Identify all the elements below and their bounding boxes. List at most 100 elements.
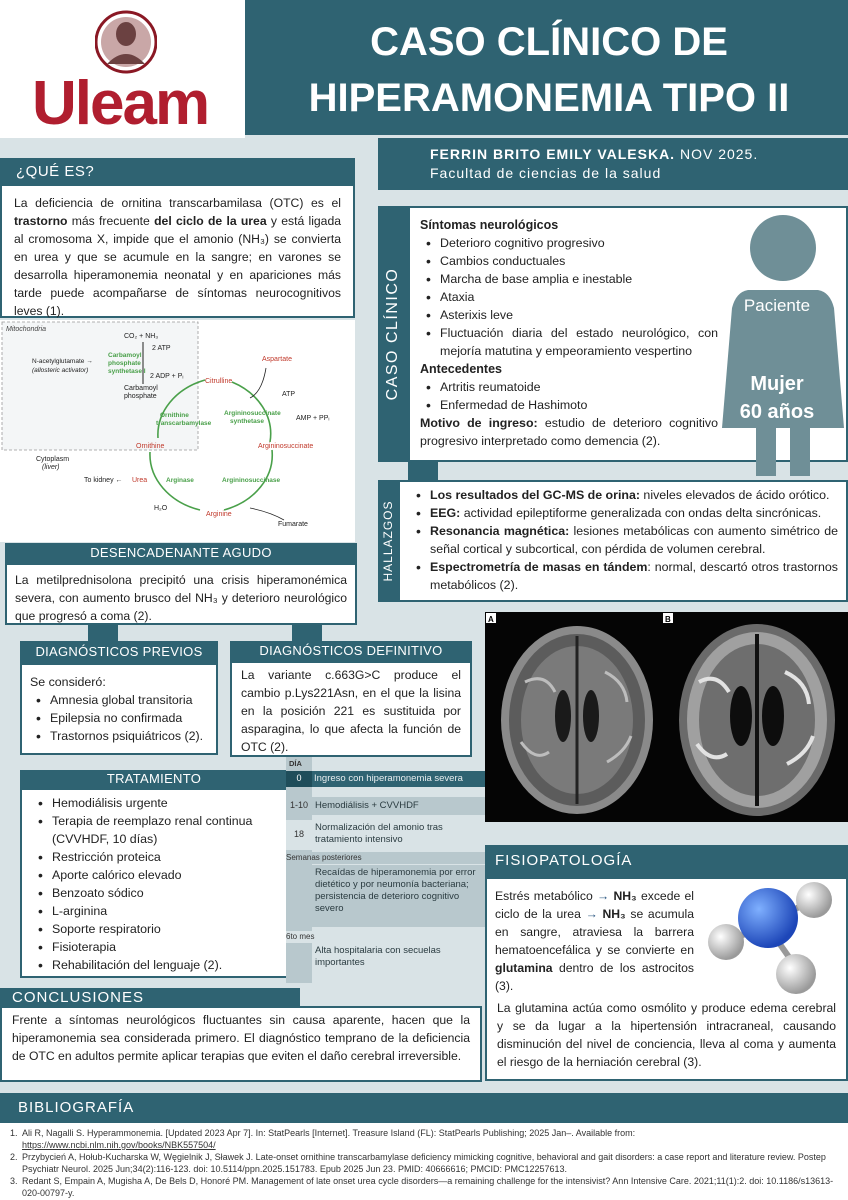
hallazgos-list: Los resultados del GC-MS de orina: nivel…	[410, 486, 838, 594]
list-item: Fluctuación diaria del estado neurológic…	[420, 324, 718, 360]
list-item: Marcha de base amplia e inestable	[420, 270, 718, 288]
timeline-row: 0 Ingreso con hiperamonemia severa	[286, 771, 486, 787]
timeline-row-label: Semanas posteriores	[286, 852, 486, 864]
dx-previos-list: Amnesia global transitoria Epilepsia no …	[30, 691, 208, 745]
dx-previos-header: DIAGNÓSTICOS PREVIOS	[20, 641, 218, 663]
co2-label: CO₂ + NH₃	[124, 333, 158, 340]
rector-bust-emblem	[95, 10, 157, 74]
dx-definitivo-box: La variante c.663G>C produce el cambio p…	[230, 661, 472, 757]
svg-text:2 ATP: 2 ATP	[152, 345, 171, 352]
connector	[408, 462, 438, 480]
mri-label-a: A	[488, 615, 494, 624]
list-item: Fisioterapia	[32, 938, 276, 956]
list-item: Hemodiálisis urgente	[32, 794, 276, 812]
author-faculty: Facultad de ciencias de la salud	[430, 165, 662, 181]
timeline-row: Recaídas de hiperamonemia por error diet…	[312, 865, 486, 927]
reference-link[interactable]: https://www.ncbi.nlm.nih.gov/books/NBK55…	[22, 1140, 216, 1150]
que-es-header: ¿QUÉ ES?	[0, 158, 355, 184]
list-item: Trastornos psiquiátricos (2).	[30, 727, 208, 745]
svg-text:H₂O: H₂O	[154, 505, 168, 512]
list-item: Ataxia	[420, 288, 718, 306]
svg-text:2 ADP + Pᵢ: 2 ADP + Pᵢ	[150, 373, 183, 380]
svg-text:Arginase: Arginase	[166, 477, 194, 484]
svg-text:Argininosuccinase: Argininosuccinase	[222, 477, 281, 484]
mitochondria-label: Mitochondria	[6, 326, 46, 333]
tratamiento-header: TRATAMIENTO	[20, 770, 288, 788]
svg-text:Arginine: Arginine	[206, 511, 232, 518]
fisiopatologia-text: Estrés metabólico → NH₃ excede el ciclo …	[495, 889, 695, 993]
dx-definitivo-text: La variante c.663G>C produce el cambio p…	[241, 668, 461, 754]
hallazgos-side: HALLAZGOS	[378, 480, 398, 602]
logo-text: Uleam	[32, 69, 210, 138]
list-item: Los resultados del GC-MS de orina: nivel…	[410, 486, 838, 504]
caso-clinico-content: Síntomas neurológicos Deterioro cognitiv…	[420, 216, 718, 450]
connector	[292, 625, 322, 641]
reference-item: 3. Redant S, Empain A, Mugisha A, De Bel…	[10, 1176, 834, 1198]
fisiopatologia-box-bottom: La glutamina actúa como osmólito y produ…	[485, 995, 848, 1081]
author-band: FERRIN BRITO EMILY VALESKA. NOV 2025. Fa…	[378, 138, 848, 190]
svg-text:phosphate: phosphate	[124, 393, 157, 400]
svg-text:phosphate: phosphate	[108, 360, 141, 367]
caso-clinico-side: CASO CLÍNICO	[378, 206, 408, 462]
list-item: Soporte respiratorio	[32, 920, 276, 938]
svg-text:Argininosuccinate: Argininosuccinate	[258, 443, 313, 450]
timeline: DÍA 0 Ingreso con hiperamonemia severa 1…	[286, 757, 486, 983]
svg-text:Aspartate: Aspartate	[262, 356, 292, 363]
svg-text:N-acetylglutamate →: N-acetylglutamate →	[32, 358, 93, 365]
reference-item: 1. Ali R, Nagalli S. Hyperammonemia. [Up…	[10, 1128, 636, 1150]
antecedentes-list: Artritis reumatoide Enfermedad de Hashim…	[420, 378, 718, 414]
connector	[88, 625, 118, 641]
svg-text:Citrulline: Citrulline	[205, 378, 232, 385]
neuro-title: Síntomas neurológicos	[420, 218, 559, 232]
neuro-list: Deterioro cognitivo progresivo Cambios c…	[420, 234, 718, 360]
author-date: NOV 2025.	[679, 146, 759, 162]
motivo-ingreso: Motivo de ingreso: estudio de deterioro …	[420, 416, 718, 448]
urea-cycle-diagram: Mitochondria CO₂ + NH₃ 2 ATP N-acetylglu…	[0, 320, 355, 542]
svg-text:Fumarate: Fumarate	[278, 521, 308, 528]
antecedentes-title: Antecedentes	[420, 362, 502, 376]
que-es-box: La deficiencia de ornitina transcarbamil…	[0, 184, 355, 318]
desencadenante-header: DESENCADENANTE AGUDO	[5, 543, 357, 563]
dx-previos-box: Se consideró: Amnesia global transitoria…	[20, 663, 218, 755]
brain-scan-b	[679, 624, 835, 816]
list-item: Espectrometría de masas en tándem: norma…	[410, 558, 838, 594]
patient-info: Mujer 60 años	[739, 373, 815, 423]
list-item: EEG: actividad epileptiforme generalizad…	[410, 504, 838, 522]
list-item: Resonancia magnética: lesiones metabólic…	[410, 522, 838, 558]
svg-text:Cytoplasm: Cytoplasm	[36, 456, 69, 463]
svg-text:transcarbamylase: transcarbamylase	[156, 420, 212, 427]
list-item: Cambios conductuales	[420, 252, 718, 270]
bibliografia-header: BIBLIOGRAFÍA	[0, 1093, 848, 1123]
svg-text:Carbamoyl: Carbamoyl	[124, 385, 158, 392]
svg-text:ATP: ATP	[282, 391, 295, 398]
svg-text:Carbamoyl: Carbamoyl	[108, 352, 142, 359]
reference-item: 2. Przybycień A, Hołub-Kucharska W, Węgi…	[10, 1152, 826, 1174]
tratamiento-box: Hemodiálisis urgente Terapia de reemplaz…	[20, 788, 288, 978]
svg-text:(liver): (liver)	[42, 464, 60, 471]
svg-text:synthetase: synthetase	[230, 418, 264, 425]
svg-text:To kidney ←: To kidney ←	[84, 477, 123, 484]
brain-scan-a	[501, 626, 653, 814]
page-title: CASO CLÍNICO DE HIPERAMONEMIA TIPO II	[308, 20, 790, 120]
fisiopatologia-text-2: La glutamina actúa como osmólito y produ…	[497, 1001, 836, 1069]
logo-panel: Uleam	[0, 0, 245, 138]
list-item: Amnesia global transitoria	[30, 691, 208, 709]
fisiopatologia-header: FISIOPATOLOGÍA	[485, 845, 848, 877]
timeline-row: 1-10 Hemodiálisis + CVVHDF	[286, 797, 486, 815]
que-es-text: La deficiencia de ornitina transcarbamil…	[14, 196, 342, 318]
svg-text:synthetase I: synthetase I	[108, 368, 146, 375]
list-item: Epilepsia no confirmada	[30, 709, 208, 727]
patient-figure-icon	[722, 215, 844, 476]
list-item: Terapia de reemplazo renal continua (CVV…	[32, 812, 276, 848]
bibliografia-box: 1. Ali R, Nagalli S. Hyperammonemia. [Up…	[0, 1123, 848, 1200]
list-item: Aporte calórico elevado	[32, 866, 276, 884]
dx-definitivo-header: DIAGNÓSTICOS DEFINITIVO	[230, 641, 472, 661]
list-item: Deterioro cognitivo progresivo	[420, 234, 718, 252]
tratamiento-list: Hemodiálisis urgente Terapia de reemplaz…	[32, 794, 276, 974]
svg-text:AMP + PPᵢ: AMP + PPᵢ	[296, 415, 329, 422]
ammonia-molecule-icon	[708, 882, 832, 994]
conclusiones-text: Frente a síntomas neurológicos fluctuant…	[12, 1013, 470, 1063]
svg-text:Ornithine: Ornithine	[160, 412, 189, 419]
svg-text:Urea: Urea	[132, 477, 147, 484]
mri-figure: A B	[485, 612, 848, 822]
